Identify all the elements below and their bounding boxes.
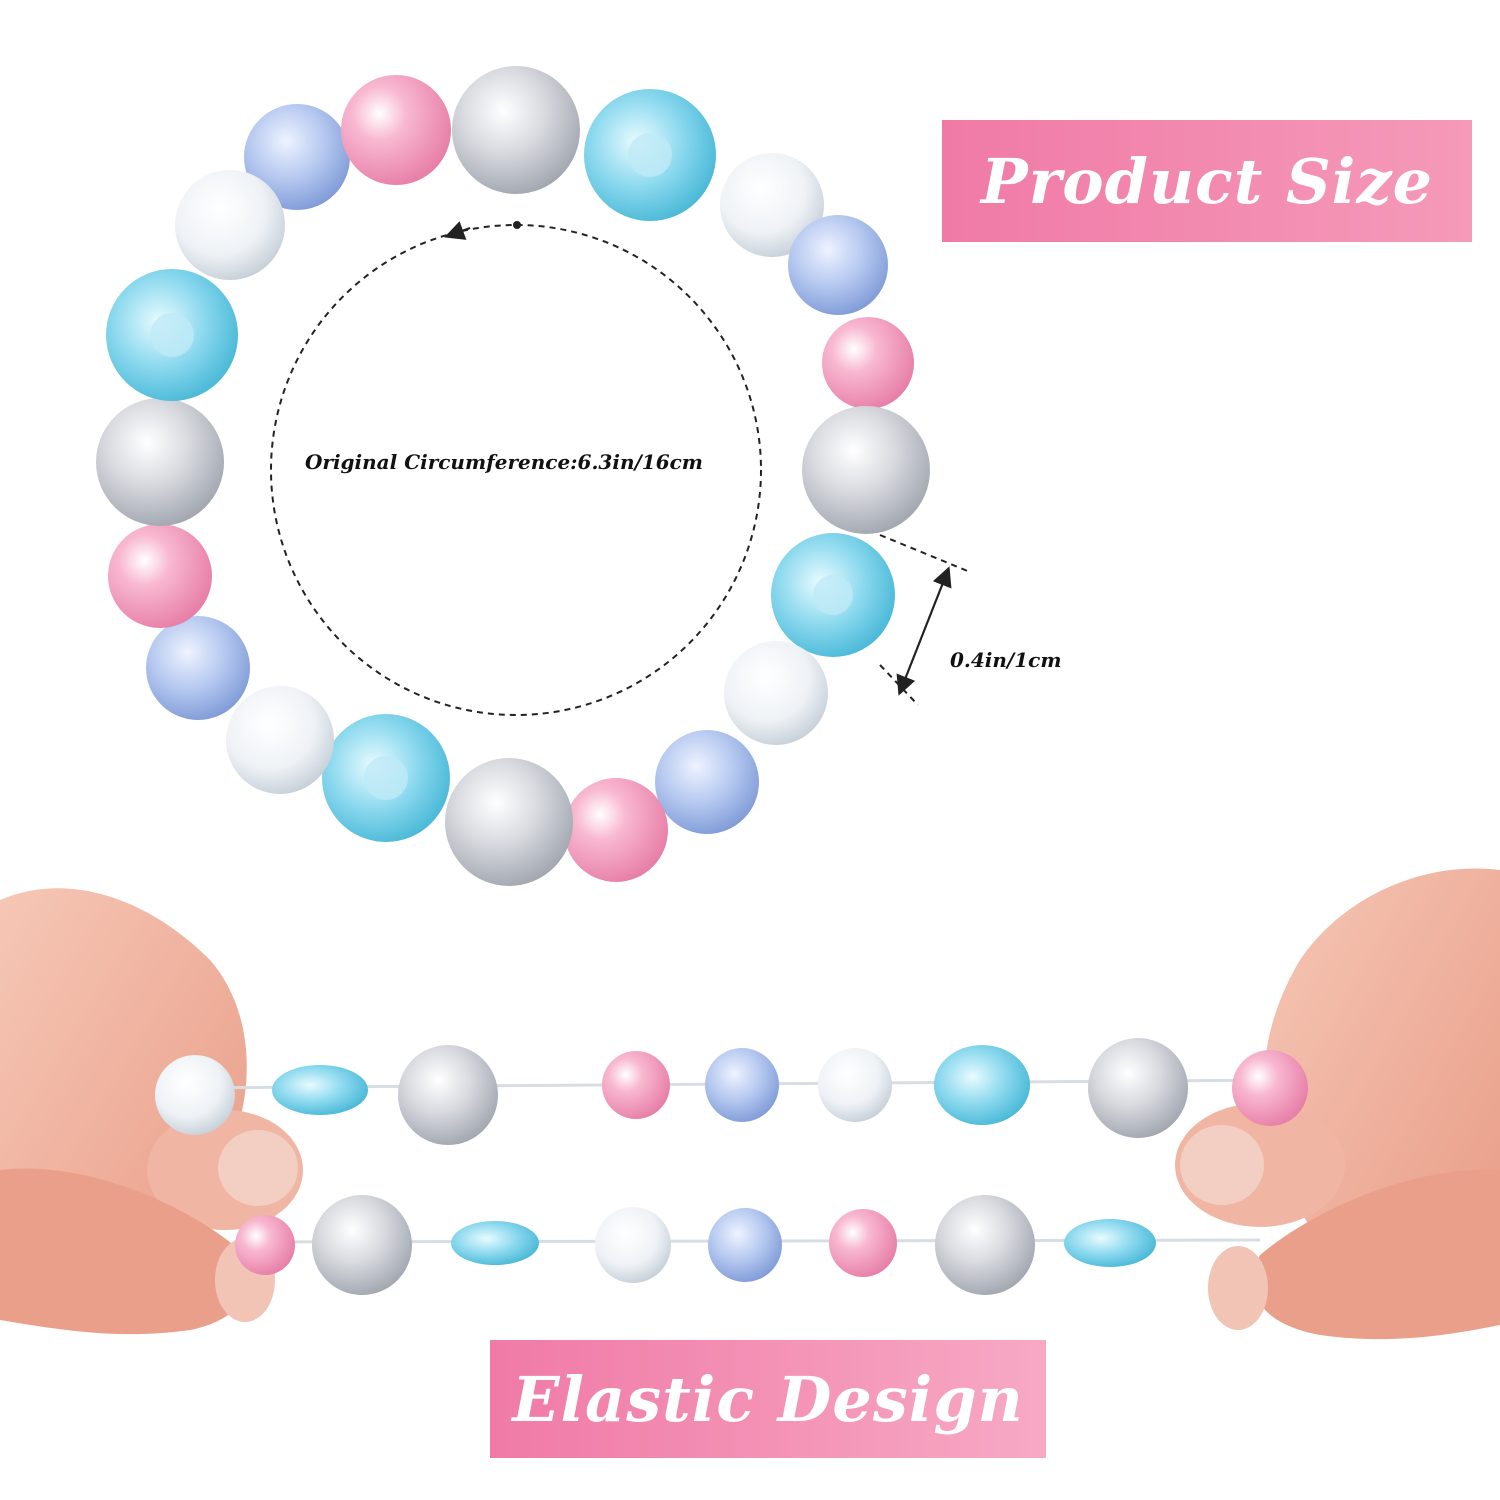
bead-clear [595, 1207, 671, 1283]
bead-pink [602, 1051, 670, 1119]
bead-silver [312, 1195, 412, 1295]
bead-flower-aqua [771, 533, 895, 657]
bead-clear [818, 1048, 892, 1122]
bead-blue [705, 1048, 779, 1122]
bead-clear [226, 686, 334, 794]
bead-flower-aqua [106, 269, 238, 401]
bead-pink [1232, 1050, 1308, 1126]
left-hand [0, 888, 303, 1335]
bead-flower-aqua [272, 1065, 368, 1115]
bead-pink [822, 317, 914, 409]
bead-blue [244, 104, 350, 210]
bead-size-marker [879, 534, 971, 706]
bead-flower-aqua [584, 89, 716, 221]
bead-pink [108, 524, 212, 628]
right-hand [1175, 868, 1500, 1340]
bead-blue [708, 1208, 782, 1282]
bead-clear [720, 153, 824, 257]
bead-pink [564, 778, 668, 882]
bead-flower-aqua [451, 1221, 539, 1265]
bead-blue [788, 215, 888, 315]
bead-silver [1088, 1038, 1188, 1138]
bead-clear [724, 641, 828, 745]
product-size-banner: Product Size [942, 120, 1472, 242]
bead-silver [445, 758, 573, 886]
bead-silver [802, 406, 930, 534]
bead-flower-aqua [1064, 1219, 1156, 1267]
product-size-title: Product Size [980, 144, 1434, 218]
elastic-design-banner: Elastic Design [490, 1340, 1046, 1458]
bead-silver [398, 1045, 498, 1145]
bead-flower-aqua [322, 714, 450, 842]
bead-blue [146, 616, 250, 720]
bead-flower-aqua [934, 1045, 1030, 1125]
bead-clear [175, 170, 285, 280]
bead-silver [96, 398, 224, 526]
bead-silver [935, 1195, 1035, 1295]
bead-size-label: 0.4in/1cm [950, 648, 1062, 672]
elastic-string-photo [0, 868, 1500, 1340]
bead-pink [235, 1215, 295, 1275]
bead-pink [341, 75, 451, 185]
circumference-label: Original Circumference:6.3in/16cm [305, 450, 703, 474]
circumference-marker [270, 221, 762, 716]
bead-clear [155, 1055, 235, 1135]
bead-pink [829, 1209, 897, 1277]
bracelet [96, 66, 930, 886]
elastic-design-title: Elastic Design [512, 1362, 1024, 1436]
bead-blue [655, 730, 759, 834]
bead-silver [452, 66, 580, 194]
